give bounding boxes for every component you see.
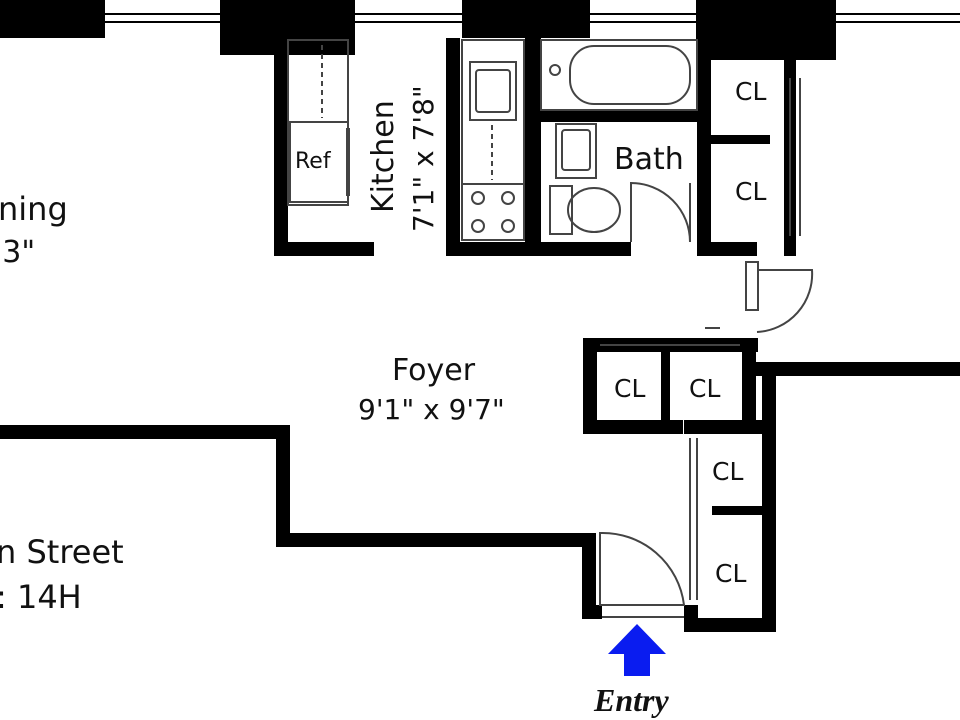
street-line-1: n Street <box>0 533 124 571</box>
kitchen-fixtures <box>287 39 525 241</box>
kitchen-size: 7'1" x 7'8" <box>407 85 440 232</box>
bath-sink <box>555 123 597 179</box>
window <box>105 13 960 23</box>
closet-label: CL <box>735 77 766 106</box>
foyer-name: Foyer <box>392 353 476 388</box>
dining-label-fragment: ning <box>0 190 68 228</box>
closet-label: CL <box>735 177 766 206</box>
refrigerator-label: Ref <box>295 149 332 174</box>
bath-door-swing <box>630 181 691 243</box>
closet-label: CL <box>715 559 746 588</box>
entry-label: Entry <box>593 682 669 718</box>
kitchen-sink <box>469 61 517 121</box>
closet-label: CL <box>614 374 645 403</box>
foyer-door-swing <box>756 269 814 333</box>
interior-walls <box>0 38 960 632</box>
toilet-bowl <box>567 187 621 233</box>
street-line-2: : 14H <box>0 578 82 616</box>
toilet-tank <box>549 185 573 235</box>
doors <box>599 78 814 618</box>
kitchen-name: Kitchen <box>366 100 401 213</box>
bathtub <box>540 39 698 111</box>
dining-size-fragment: '3" <box>0 235 35 270</box>
entry-arrow-icon <box>608 624 666 676</box>
entry-door-swing <box>599 531 686 606</box>
closet-label: CL <box>712 457 743 486</box>
stove <box>461 183 525 241</box>
foyer-size: 9'1" x 9'7" <box>358 393 505 426</box>
closet-label: CL <box>689 374 720 403</box>
bath-label: Bath <box>614 142 684 177</box>
exterior-wall-top <box>0 0 836 60</box>
bath-fixtures <box>540 39 698 243</box>
